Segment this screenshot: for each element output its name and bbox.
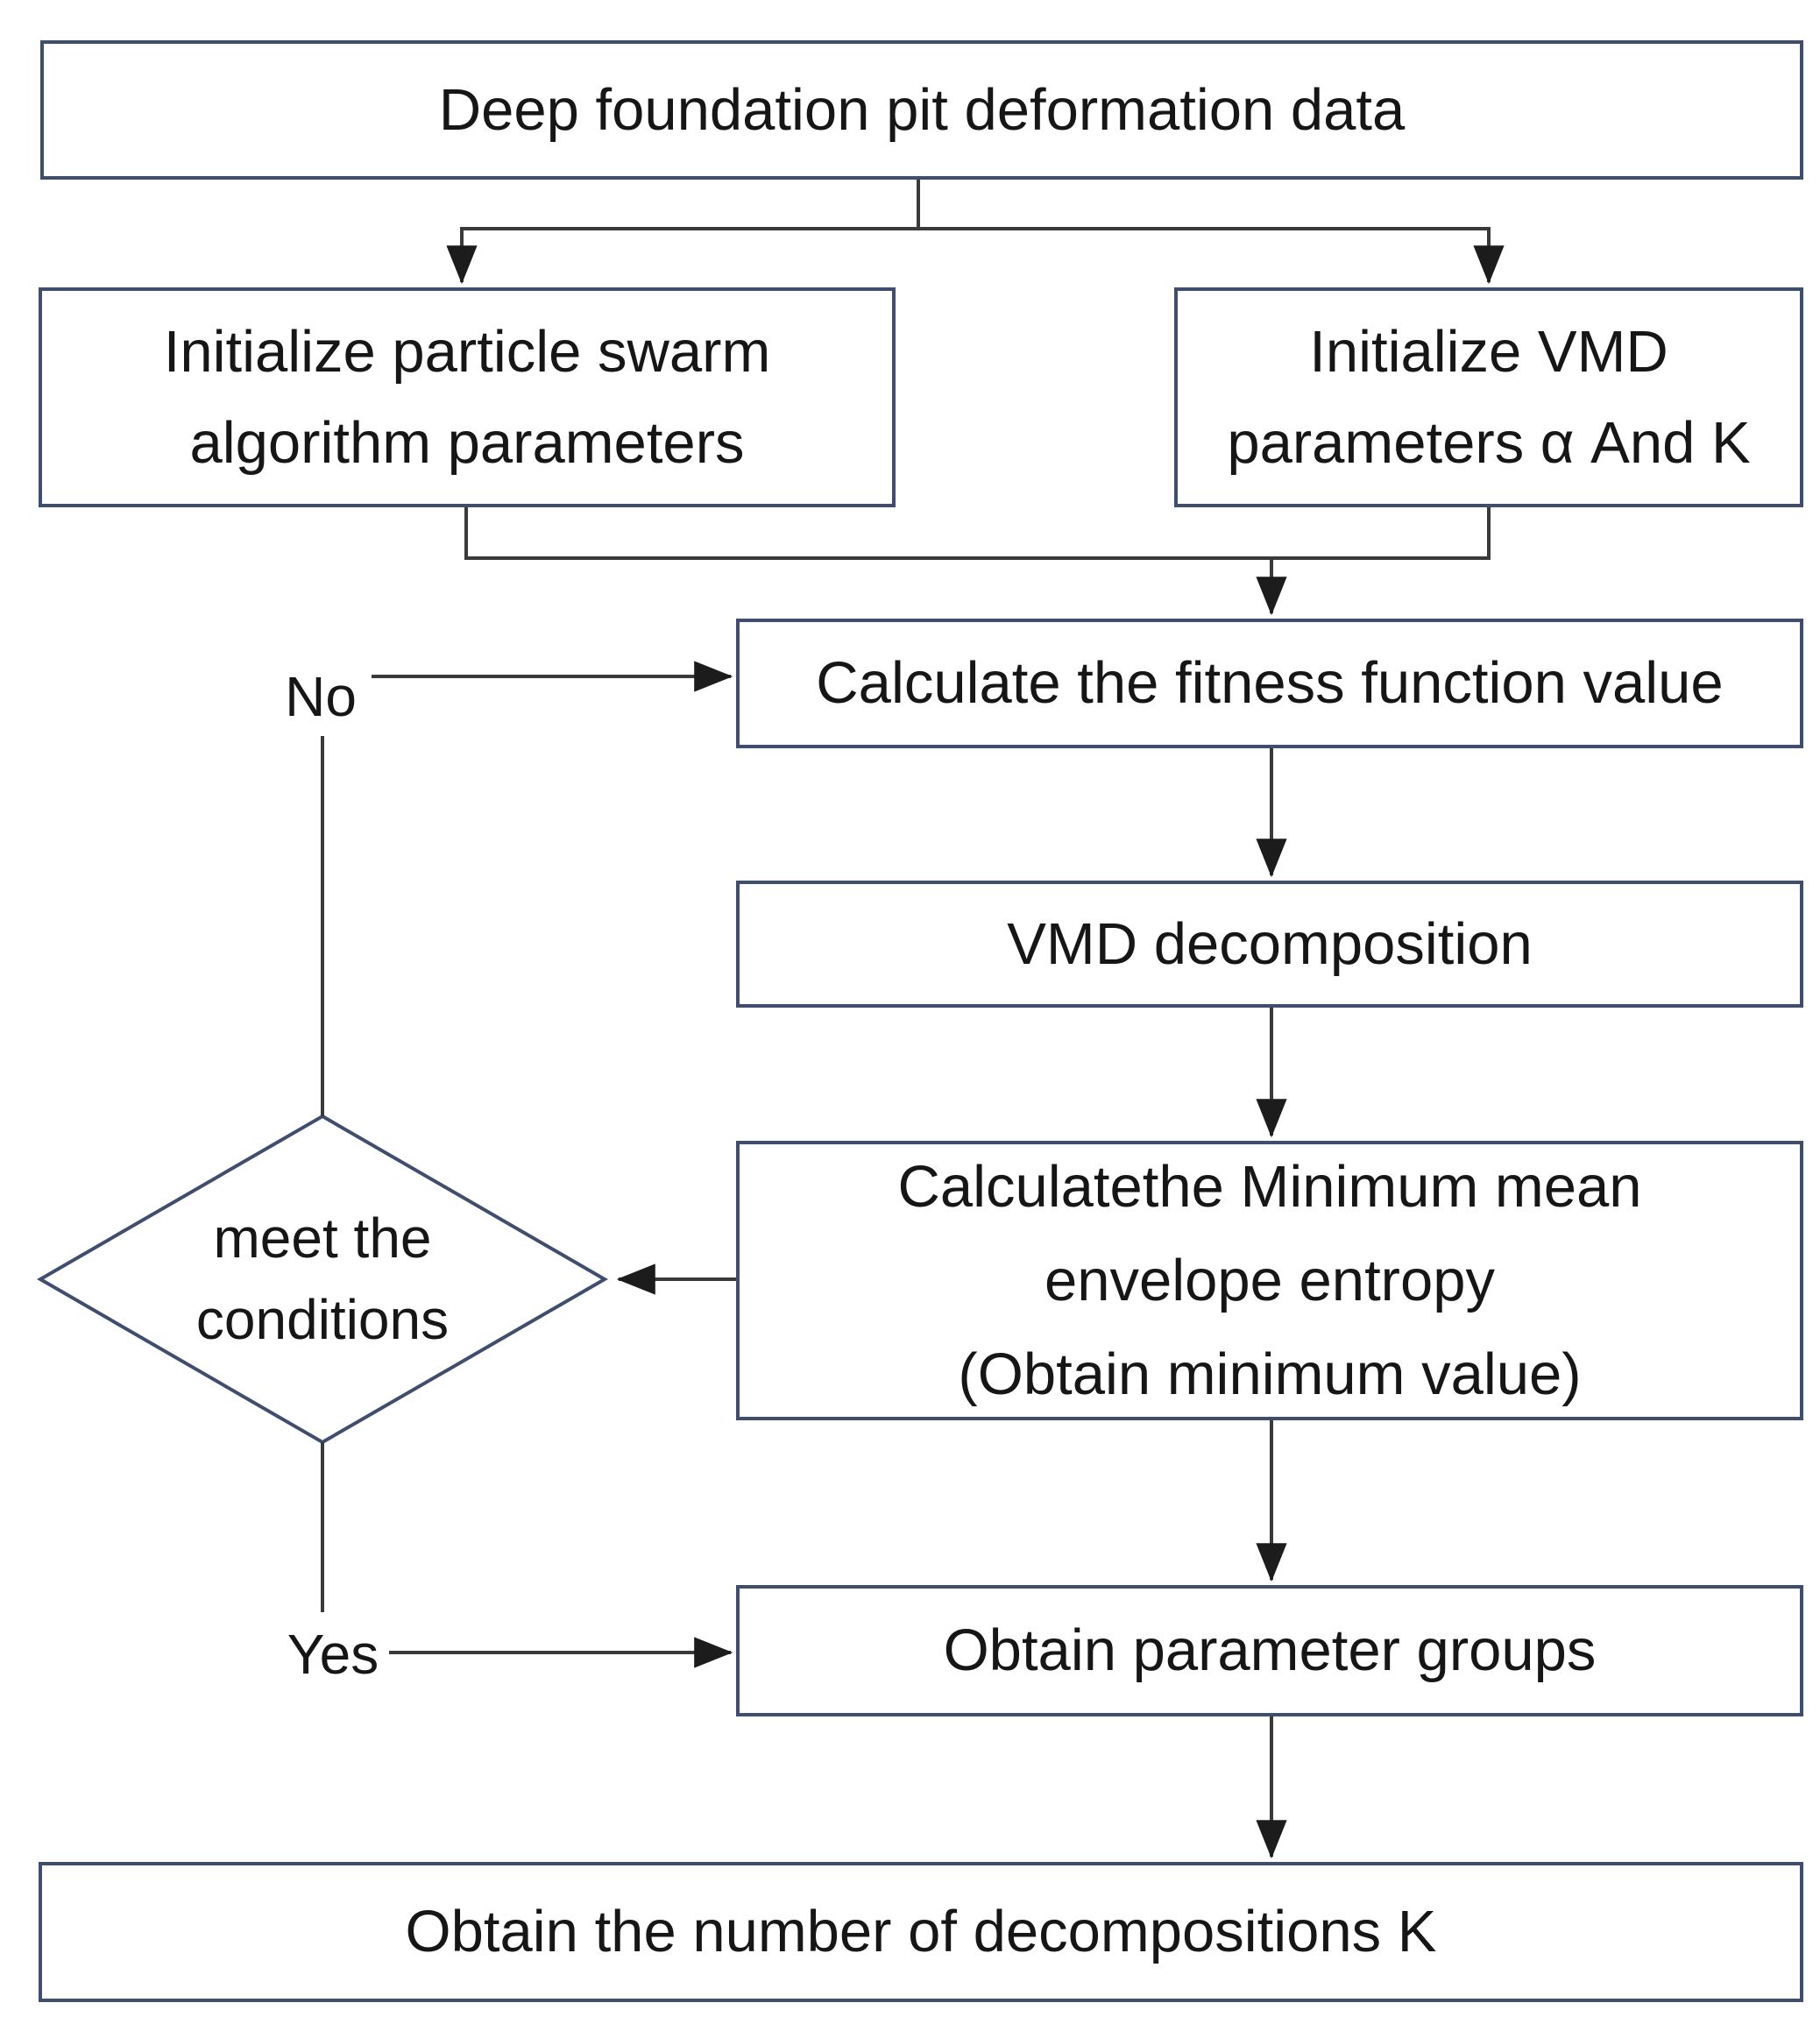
node-label: Obtain the number of decompositions K: [405, 1899, 1437, 1965]
node-label: Deep foundation pit deformation data: [438, 76, 1406, 143]
node-decision-meet-conditions: meet the conditions: [53, 1127, 592, 1432]
node-decomposition-number: Obtain the number of decompositions K: [39, 1862, 1803, 2002]
node-label: Calculate the fitness function value: [816, 650, 1724, 717]
node-vmd-decomposition: VMD decomposition: [736, 881, 1803, 1008]
node-label: Obtain parameter groups: [943, 1617, 1597, 1684]
node-label-line: Calculatethe Minimum mean: [897, 1153, 1642, 1220]
node-initialize-vmd: Initialize VMD parameters α And K: [1174, 287, 1803, 507]
node-label: VMD decomposition: [1007, 910, 1533, 977]
node-label-line: (Obtain minimum value): [958, 1341, 1582, 1408]
node-label-line: conditions: [195, 1288, 450, 1351]
node-envelope-entropy: Calculatethe Minimum mean envelope entro…: [736, 1141, 1803, 1420]
node-fitness-function: Calculate the fitness function value: [736, 619, 1803, 748]
node-label-line: Initialize particle swarm: [163, 318, 771, 385]
node-initialize-pso: Initialize particle swarm algorithm para…: [39, 287, 896, 507]
node-parameter-groups: Obtain parameter groups: [736, 1585, 1803, 1716]
node-label-line: envelope entropy: [1044, 1247, 1496, 1313]
node-label-line: Initialize VMD: [1309, 318, 1668, 385]
node-label-line: meet the: [213, 1207, 432, 1270]
node-deep-foundation-data: Deep foundation pit deformation data: [40, 40, 1803, 180]
edge-label-yes: Yes: [287, 1623, 379, 1686]
node-label-line: parameters α And K: [1227, 409, 1751, 476]
edge-label-no: No: [285, 665, 357, 728]
node-label-line: algorithm parameters: [189, 409, 745, 476]
